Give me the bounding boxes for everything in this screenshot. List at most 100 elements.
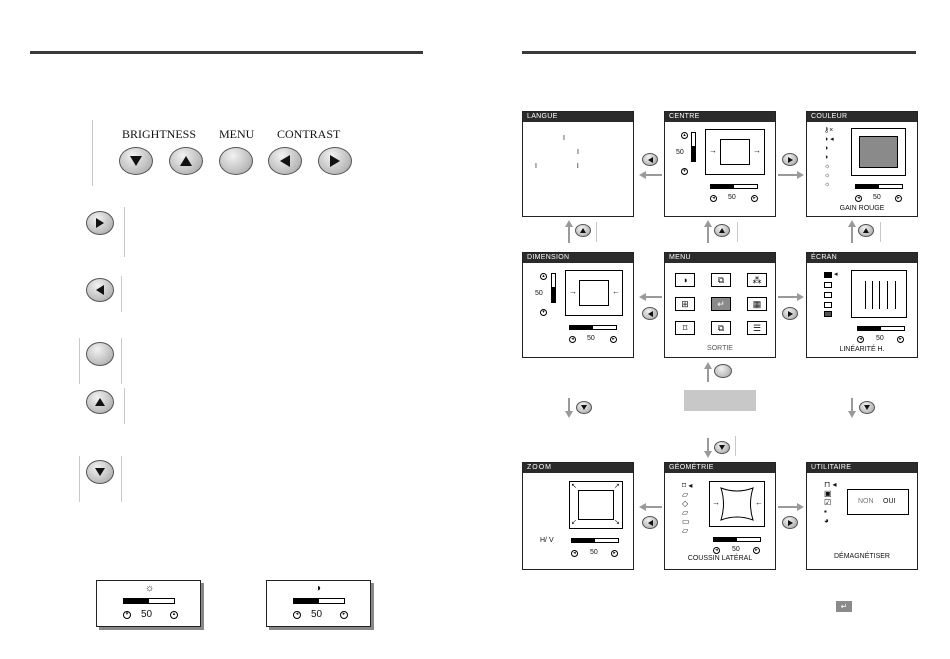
nav-arrow-line [646, 174, 662, 176]
color-frame [851, 128, 906, 176]
arrow-down-icon [704, 451, 712, 458]
left-mini-button [642, 516, 658, 529]
arrow-right-icon: → [753, 146, 761, 155]
image-rect [720, 139, 750, 165]
nav-arrow-line [568, 225, 570, 243]
arrow-right-icon [797, 171, 804, 179]
legend-down-button [86, 460, 114, 484]
brightness-label: BRIGHTNESS [122, 127, 197, 141]
up-mini-button [858, 224, 874, 237]
linearity-frame [851, 270, 907, 318]
arrow-left-icon [639, 503, 646, 511]
nav-arrow-line [851, 398, 853, 412]
dimension-bar [569, 325, 617, 330]
arrow-right-icon: → [712, 498, 720, 507]
utility-icons: ⊓ ◂▣☑▪◕ [824, 480, 837, 525]
menu-button[interactable] [219, 147, 253, 175]
arrow-left-icon [639, 171, 646, 179]
color-icons: ⚷×◑ ◂◑◑☼☼☼ [824, 127, 834, 188]
triangle-up-icon [95, 398, 105, 406]
up-mini-button [575, 224, 591, 237]
screen-title: UTILITAIRE [807, 463, 917, 473]
nav-divider [737, 222, 738, 242]
down-mini-icon: ▾ [540, 309, 547, 316]
ecran-caption: LINÉARITÉ H. [839, 346, 885, 353]
right-button[interactable] [318, 147, 352, 175]
legend-divider [121, 456, 122, 502]
right-mini-icon: ▸ [751, 195, 758, 202]
geometry-menu-icon: ⌑ [675, 321, 695, 335]
down-mini-icon: ▾ [123, 611, 131, 619]
couleur-caption: GAIN ROUGE [839, 205, 885, 212]
screen-menu-icon: ▦ [747, 297, 767, 311]
dimension-bar-value: 50 [587, 335, 595, 342]
couleur-bar [855, 184, 903, 189]
nav-arrow-line [851, 225, 853, 243]
menu-label: MENU [219, 127, 255, 141]
screen-title: LANGUE [523, 112, 633, 122]
contrast-label: CONTRAST [277, 127, 341, 141]
left-button[interactable] [268, 147, 302, 175]
nav-divider [880, 222, 881, 242]
arrow-left-icon: ← [612, 287, 620, 296]
brightness-bar [123, 598, 175, 604]
position-frame: → → [705, 129, 765, 175]
screen-title: CENTRE [665, 112, 775, 122]
nav-arrow-line [707, 225, 709, 243]
geometry-icons: ⌑ ◂▱◇▱▭▱ [682, 481, 693, 535]
legend-divider [79, 338, 80, 384]
zoom-axis-label: H/ V [540, 537, 554, 544]
flag-marks: I I I I [535, 135, 591, 170]
triangle-down-icon [95, 468, 105, 476]
legend-divider [121, 276, 122, 312]
nav-arrow-line [778, 174, 798, 176]
image-rect [578, 490, 614, 520]
arrow-right-icon: → [569, 287, 577, 296]
vertical-level-bar [691, 132, 696, 162]
contrast-icon: ◑ [315, 583, 322, 594]
exit-highlight-box [684, 390, 756, 411]
ecran-value: 50 [876, 335, 884, 342]
triangle-left-icon [280, 155, 290, 167]
contrast-status-box: ◑ ◂ 50 ▸ [266, 580, 371, 627]
screen-title: DIMENSION [523, 253, 633, 263]
legend-up-button [86, 390, 114, 414]
arrow-up-icon [848, 220, 856, 227]
brightness-value: 50 [141, 609, 153, 620]
option-yes: OUI [883, 498, 896, 505]
screen-title: ZOOM [523, 463, 633, 473]
corner-arrow-icon: ↘ [614, 519, 620, 526]
couleur-screen: COULEUR ⚷×◑ ◂◑◑☼☼☼ ◂ 50 ▸ GAIN ROUGE [806, 111, 918, 217]
language-menu-icon: ⧉ [711, 321, 731, 335]
right-mini-button [782, 307, 798, 320]
right-mini-button [782, 153, 798, 166]
legend-left-button [86, 278, 114, 302]
left-mini-icon: ◂ [857, 336, 864, 343]
geometrie-bar [713, 537, 761, 542]
selector-arrow-icon: ◂ [834, 271, 838, 278]
legend-divider [124, 388, 125, 424]
right-mini-icon: ▸ [340, 611, 348, 619]
exit-menu-icon: ↵ [711, 297, 731, 311]
triangle-right-icon [330, 155, 340, 167]
position-menu-icon: ⧉ [711, 273, 731, 287]
triangle-up-icon [180, 156, 192, 166]
zoom-screen: ZOOM ↖ ↗ ↙ ↘ H/ V ◂ 50 ▸ [522, 462, 634, 570]
right-mini-icon: ▸ [897, 336, 904, 343]
centre-value: 50 [676, 149, 684, 156]
arrow-left-icon: ← [755, 498, 763, 507]
nav-arrow-line [568, 398, 570, 412]
up-button[interactable] [169, 147, 203, 175]
arrow-left-icon [639, 293, 646, 301]
linearity-icon [824, 272, 832, 278]
degauss-frame: NON OUI [847, 489, 909, 515]
centre-bar [710, 184, 758, 189]
nav-arrow-line [646, 296, 662, 298]
up-mini-icon: ▴ [170, 611, 178, 619]
screen-title: COULEUR [807, 112, 917, 122]
utilitaire-caption: DÉMAGNÉTISER [833, 553, 890, 560]
arrow-down-icon [848, 411, 856, 418]
down-button[interactable] [119, 147, 153, 175]
legend-divider [79, 456, 80, 502]
zoom-value: 50 [590, 549, 598, 556]
